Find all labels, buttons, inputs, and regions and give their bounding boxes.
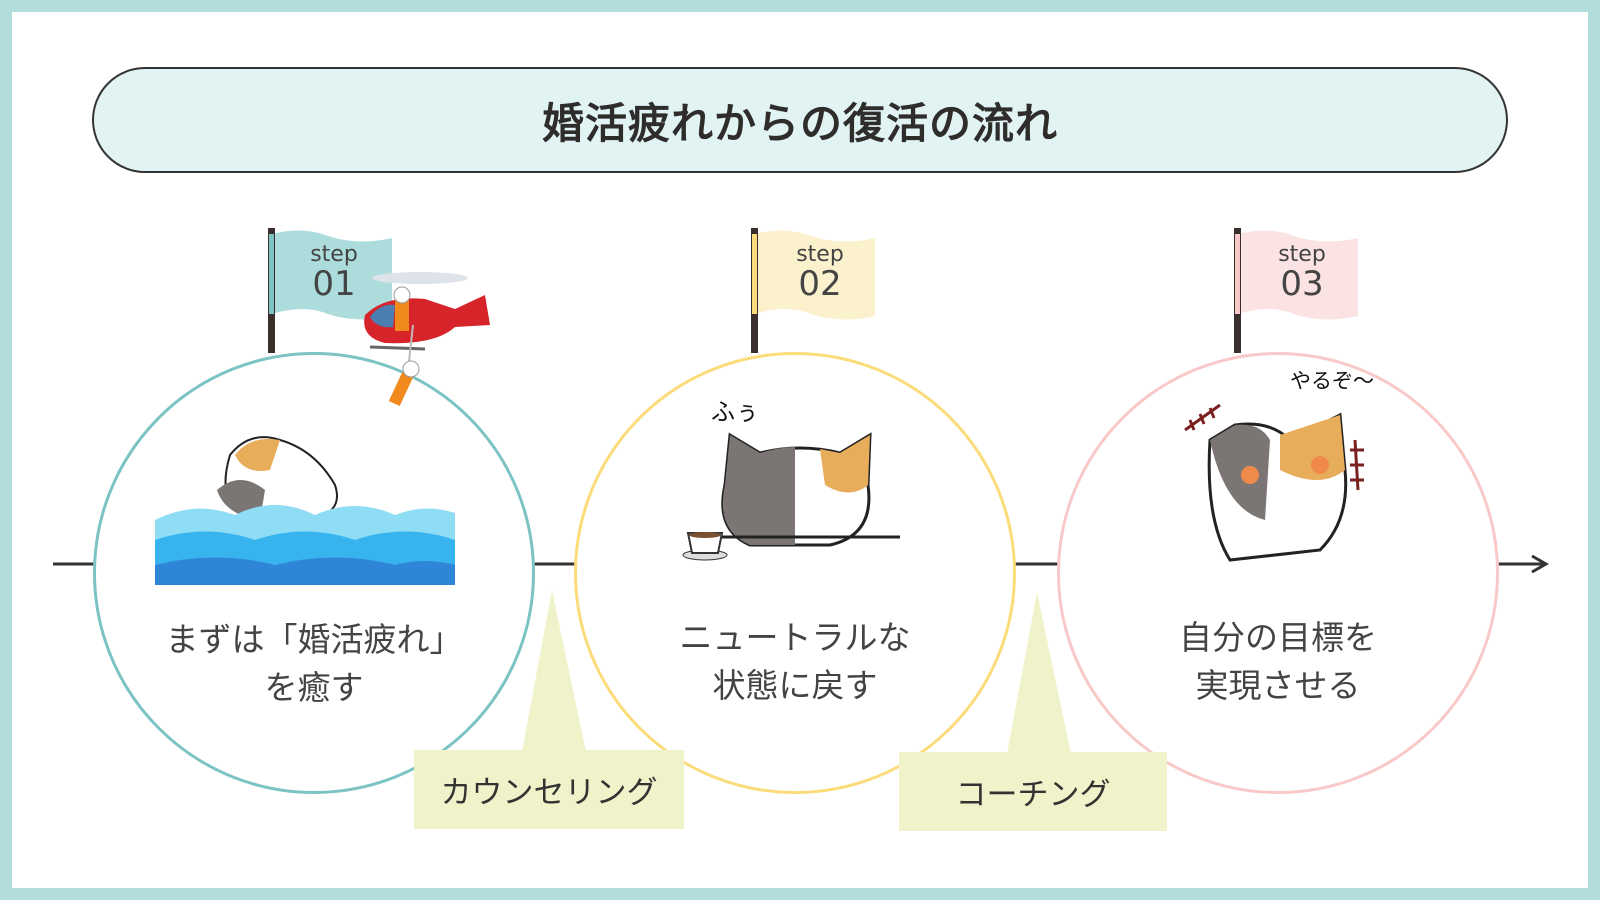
cat-relaxing-coffee-illustration xyxy=(682,432,900,561)
transition-coaching: コーチング xyxy=(899,752,1167,831)
cat-icon xyxy=(217,436,338,521)
step-number: 03 xyxy=(1280,264,1324,304)
description-line: を癒す xyxy=(264,668,364,707)
coffee-cup-icon xyxy=(682,532,728,561)
description-line: 自分の目標を xyxy=(1179,618,1377,657)
step-circle-3 xyxy=(1057,352,1499,794)
helicopter-icon xyxy=(364,272,490,407)
description-line: まずは「婚活疲れ」 xyxy=(165,620,463,659)
cat-drowning-rescue-illustration xyxy=(155,272,490,585)
step-number: 01 xyxy=(312,264,356,304)
description-line: 実現させる xyxy=(1195,666,1361,705)
step-number: 02 xyxy=(798,264,842,304)
page-title: 婚活疲れからの復活の流れ xyxy=(92,67,1508,173)
description-line: ニュートラルな xyxy=(679,618,911,657)
step-description-3: 自分の目標を実現させる xyxy=(1057,614,1499,710)
speech-sigh: ふぅ xyxy=(711,398,759,426)
callout-pointer xyxy=(1007,592,1071,754)
step-label: step xyxy=(310,242,358,267)
step-label: step xyxy=(1278,242,1326,267)
step-description-1: まずは「婚活疲れ」を癒す xyxy=(93,616,535,712)
speech-cheer: やるぞ〜 xyxy=(1290,369,1374,393)
step-circle-2 xyxy=(574,352,1016,794)
waves-icon xyxy=(155,505,455,585)
step-flag-3 xyxy=(1234,228,1358,353)
step-label: step xyxy=(796,242,844,267)
step-flag-2 xyxy=(751,228,875,353)
step-flag-1 xyxy=(268,228,392,353)
description-line: 状態に戻す xyxy=(712,666,878,705)
callout-pointer xyxy=(522,590,586,752)
step-description-2: ニュートラルな状態に戻す xyxy=(574,614,1016,710)
transition-counseling: カウンセリング xyxy=(414,750,684,829)
cats-cheering-illustration xyxy=(1184,403,1364,562)
